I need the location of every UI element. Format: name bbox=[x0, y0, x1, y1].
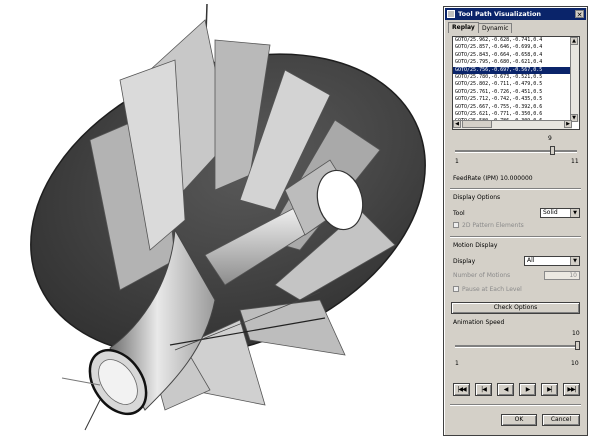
gcode-row[interactable]: GOTO/25.780,-0.673,-0.521,0.5 bbox=[455, 73, 543, 80]
separator bbox=[450, 404, 581, 406]
replay-slider-track[interactable] bbox=[455, 150, 577, 153]
pattern-elements-checkbox[interactable] bbox=[453, 222, 459, 228]
pause-label: Pause at Each Level bbox=[462, 286, 522, 293]
dialog-title: Tool Path Visualization bbox=[458, 10, 542, 18]
close-icon[interactable]: ✕ bbox=[575, 10, 584, 19]
scroll-up-icon[interactable]: ▲ bbox=[570, 37, 578, 45]
step-forward-button[interactable]: ▶| bbox=[541, 383, 558, 396]
gcode-row[interactable]: GOTO/25.712,-0.742,-0.435,0.5 bbox=[455, 96, 543, 103]
gcode-row[interactable]: GOTO/25.621,-0.771,-0.350,0.6 bbox=[455, 110, 543, 117]
cancel-button[interactable]: Cancel bbox=[542, 414, 580, 426]
check-options-button[interactable]: Check Options bbox=[451, 302, 580, 314]
num-motions-field[interactable]: 10 bbox=[544, 271, 580, 280]
replay-slider-max: 11 bbox=[571, 158, 579, 165]
tool-value: Solid bbox=[543, 209, 558, 216]
tool-path-visualization-dialog: Tool Path Visualization ✕ Replay Dynamic… bbox=[443, 6, 588, 436]
replay-slider-min: 1 bbox=[455, 158, 459, 165]
scroll-down-icon[interactable]: ▼ bbox=[570, 114, 578, 122]
gcode-row[interactable]: GOTO/25.843,-0.664,-0.658,0.4 bbox=[455, 51, 543, 58]
scroll-left-icon[interactable]: ◀ bbox=[453, 120, 461, 128]
vertical-scrollbar[interactable]: ▲ ▼ bbox=[570, 37, 579, 122]
gcode-row[interactable]: GOTO/25.761,-0.726,-0.451,0.5 bbox=[455, 88, 543, 95]
fast-forward-button[interactable]: ▶▶| bbox=[563, 383, 580, 396]
speed-slider-max: 10 bbox=[571, 360, 579, 367]
display-combobox[interactable]: All ▼ bbox=[524, 256, 580, 266]
speed-slider-thumb[interactable] bbox=[574, 341, 580, 350]
gcode-row[interactable]: GOTO/25.857,-0.646,-0.699,0.4 bbox=[455, 44, 543, 51]
speed-slider-min: 1 bbox=[455, 360, 459, 367]
tab-replay[interactable]: Replay bbox=[448, 22, 479, 33]
tab-dynamic[interactable]: Dynamic bbox=[478, 23, 513, 33]
gcode-row[interactable]: GOTO/25.756,-0.697,-0.567,0.5 bbox=[453, 66, 570, 74]
motion-display-label: Motion Display bbox=[453, 242, 498, 249]
impeller-model bbox=[30, 3, 426, 431]
tool-combobox[interactable]: Solid ▼ bbox=[540, 208, 580, 218]
gcode-row[interactable]: GOTO/25.802,-0.711,-0.479,0.5 bbox=[455, 81, 543, 88]
gcode-row[interactable]: GOTO/25.962,-0.628,-0.741,0.4 bbox=[455, 37, 543, 43]
separator bbox=[450, 236, 581, 238]
tool-label: Tool bbox=[453, 210, 465, 217]
animation-speed-label: Animation Speed bbox=[453, 319, 505, 326]
scroll-right-icon[interactable]: ▶ bbox=[564, 120, 572, 128]
pause-checkbox[interactable] bbox=[453, 286, 459, 292]
chevron-down-icon[interactable]: ▼ bbox=[570, 257, 579, 265]
ok-button[interactable]: OK bbox=[501, 414, 537, 426]
display-options-label: Display Options bbox=[453, 194, 501, 201]
display-value: All bbox=[527, 257, 535, 264]
feedrate-label: FeedRate (IPM) 10.000000 bbox=[453, 175, 533, 182]
graphics-viewport[interactable] bbox=[0, 0, 440, 438]
app-icon bbox=[447, 10, 455, 18]
horizontal-scrollbar[interactable]: ◀ ▶ bbox=[453, 120, 572, 129]
speed-slider-track[interactable] bbox=[455, 345, 577, 348]
pattern-elements-label: 2D Pattern Elements bbox=[462, 222, 524, 229]
display-label: Display bbox=[453, 258, 476, 265]
play-button[interactable]: ▶ bbox=[519, 383, 536, 396]
num-motions-label: Number of Motions bbox=[453, 272, 511, 279]
chevron-down-icon[interactable]: ▼ bbox=[570, 209, 579, 217]
speed-slider-value: 10 bbox=[572, 330, 580, 337]
dialog-titlebar[interactable]: Tool Path Visualization ✕ bbox=[445, 8, 586, 20]
replay-slider-value: 9 bbox=[548, 135, 552, 142]
play-reverse-button[interactable]: ◀ bbox=[497, 383, 514, 396]
step-back-button[interactable]: |◀ bbox=[475, 383, 492, 396]
replay-slider-thumb[interactable] bbox=[550, 146, 556, 155]
scroll-thumb[interactable] bbox=[462, 120, 492, 128]
gcode-row[interactable]: GOTO/25.667,-0.755,-0.392,0.6 bbox=[455, 103, 543, 110]
separator bbox=[450, 188, 581, 190]
rewind-button[interactable]: |◀◀ bbox=[453, 383, 470, 396]
gcode-row[interactable]: GOTO/25.795,-0.680,-0.621,0.4 bbox=[455, 59, 543, 66]
